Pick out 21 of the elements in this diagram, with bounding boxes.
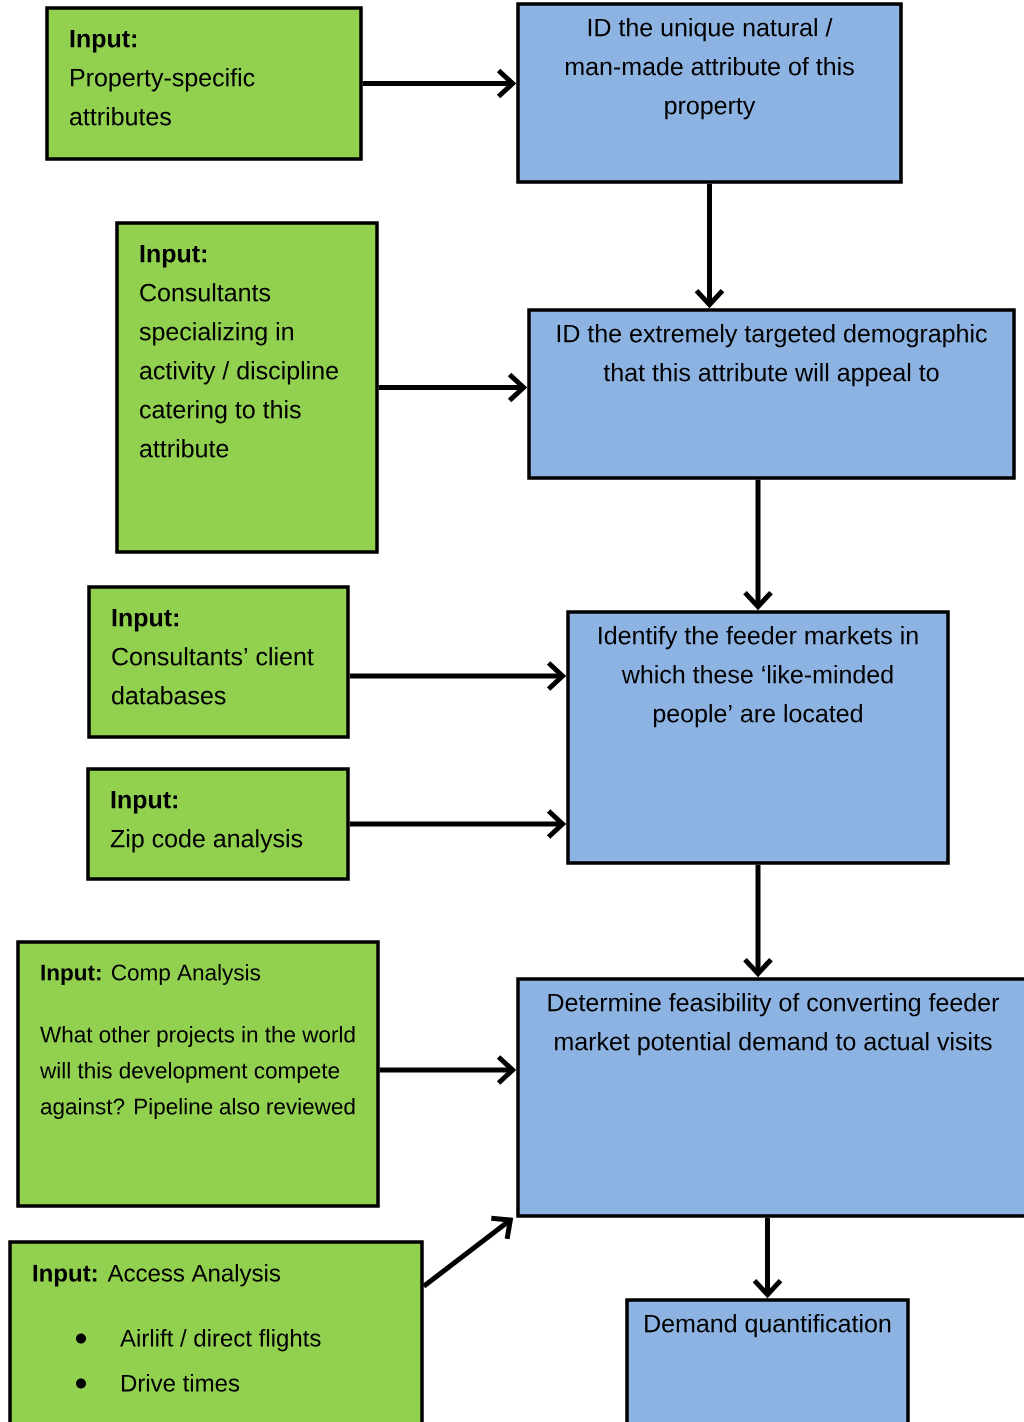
arrow: [378, 372, 528, 403]
input-box: Input: Zip code analysis: [86, 767, 350, 881]
arrow: [743, 479, 773, 611]
process-box: Demand quantification: [625, 1298, 910, 1422]
arrow: [379, 1055, 517, 1085]
arrow: [349, 809, 567, 839]
process-box: ID the unique natural / man-made attribute of this property: [516, 2, 903, 184]
input-box: Input: Consultants specializing in activity / discipline catering to this attribute: [115, 221, 379, 554]
arrow: [422, 1215, 514, 1289]
arrow: [362, 68, 517, 99]
process-box: Determine feasibility of converting feeder market potential demand to actual visits: [516, 977, 1024, 1218]
arrow: [694, 183, 725, 309]
input-box: Input: Consultants’ client databases: [87, 585, 350, 739]
process-box: Identify the feeder markets in which these ‘like-minded people’ are located: [566, 610, 950, 865]
input-box: Input: Property-specific attributes: [45, 6, 363, 161]
arrow: [752, 1217, 783, 1299]
input-box: Input: Access Analysis Airlift / direct flights Drive times: [8, 1240, 424, 1422]
process-box: ID the extremely targeted demographic that this attribute will appeal to: [527, 308, 1016, 480]
arrow: [349, 661, 567, 691]
input-box: Input: Comp Analysis What other projects in the world will this development compete against? Pipeline also reviewed: [16, 940, 380, 1208]
arrow: [743, 864, 773, 978]
